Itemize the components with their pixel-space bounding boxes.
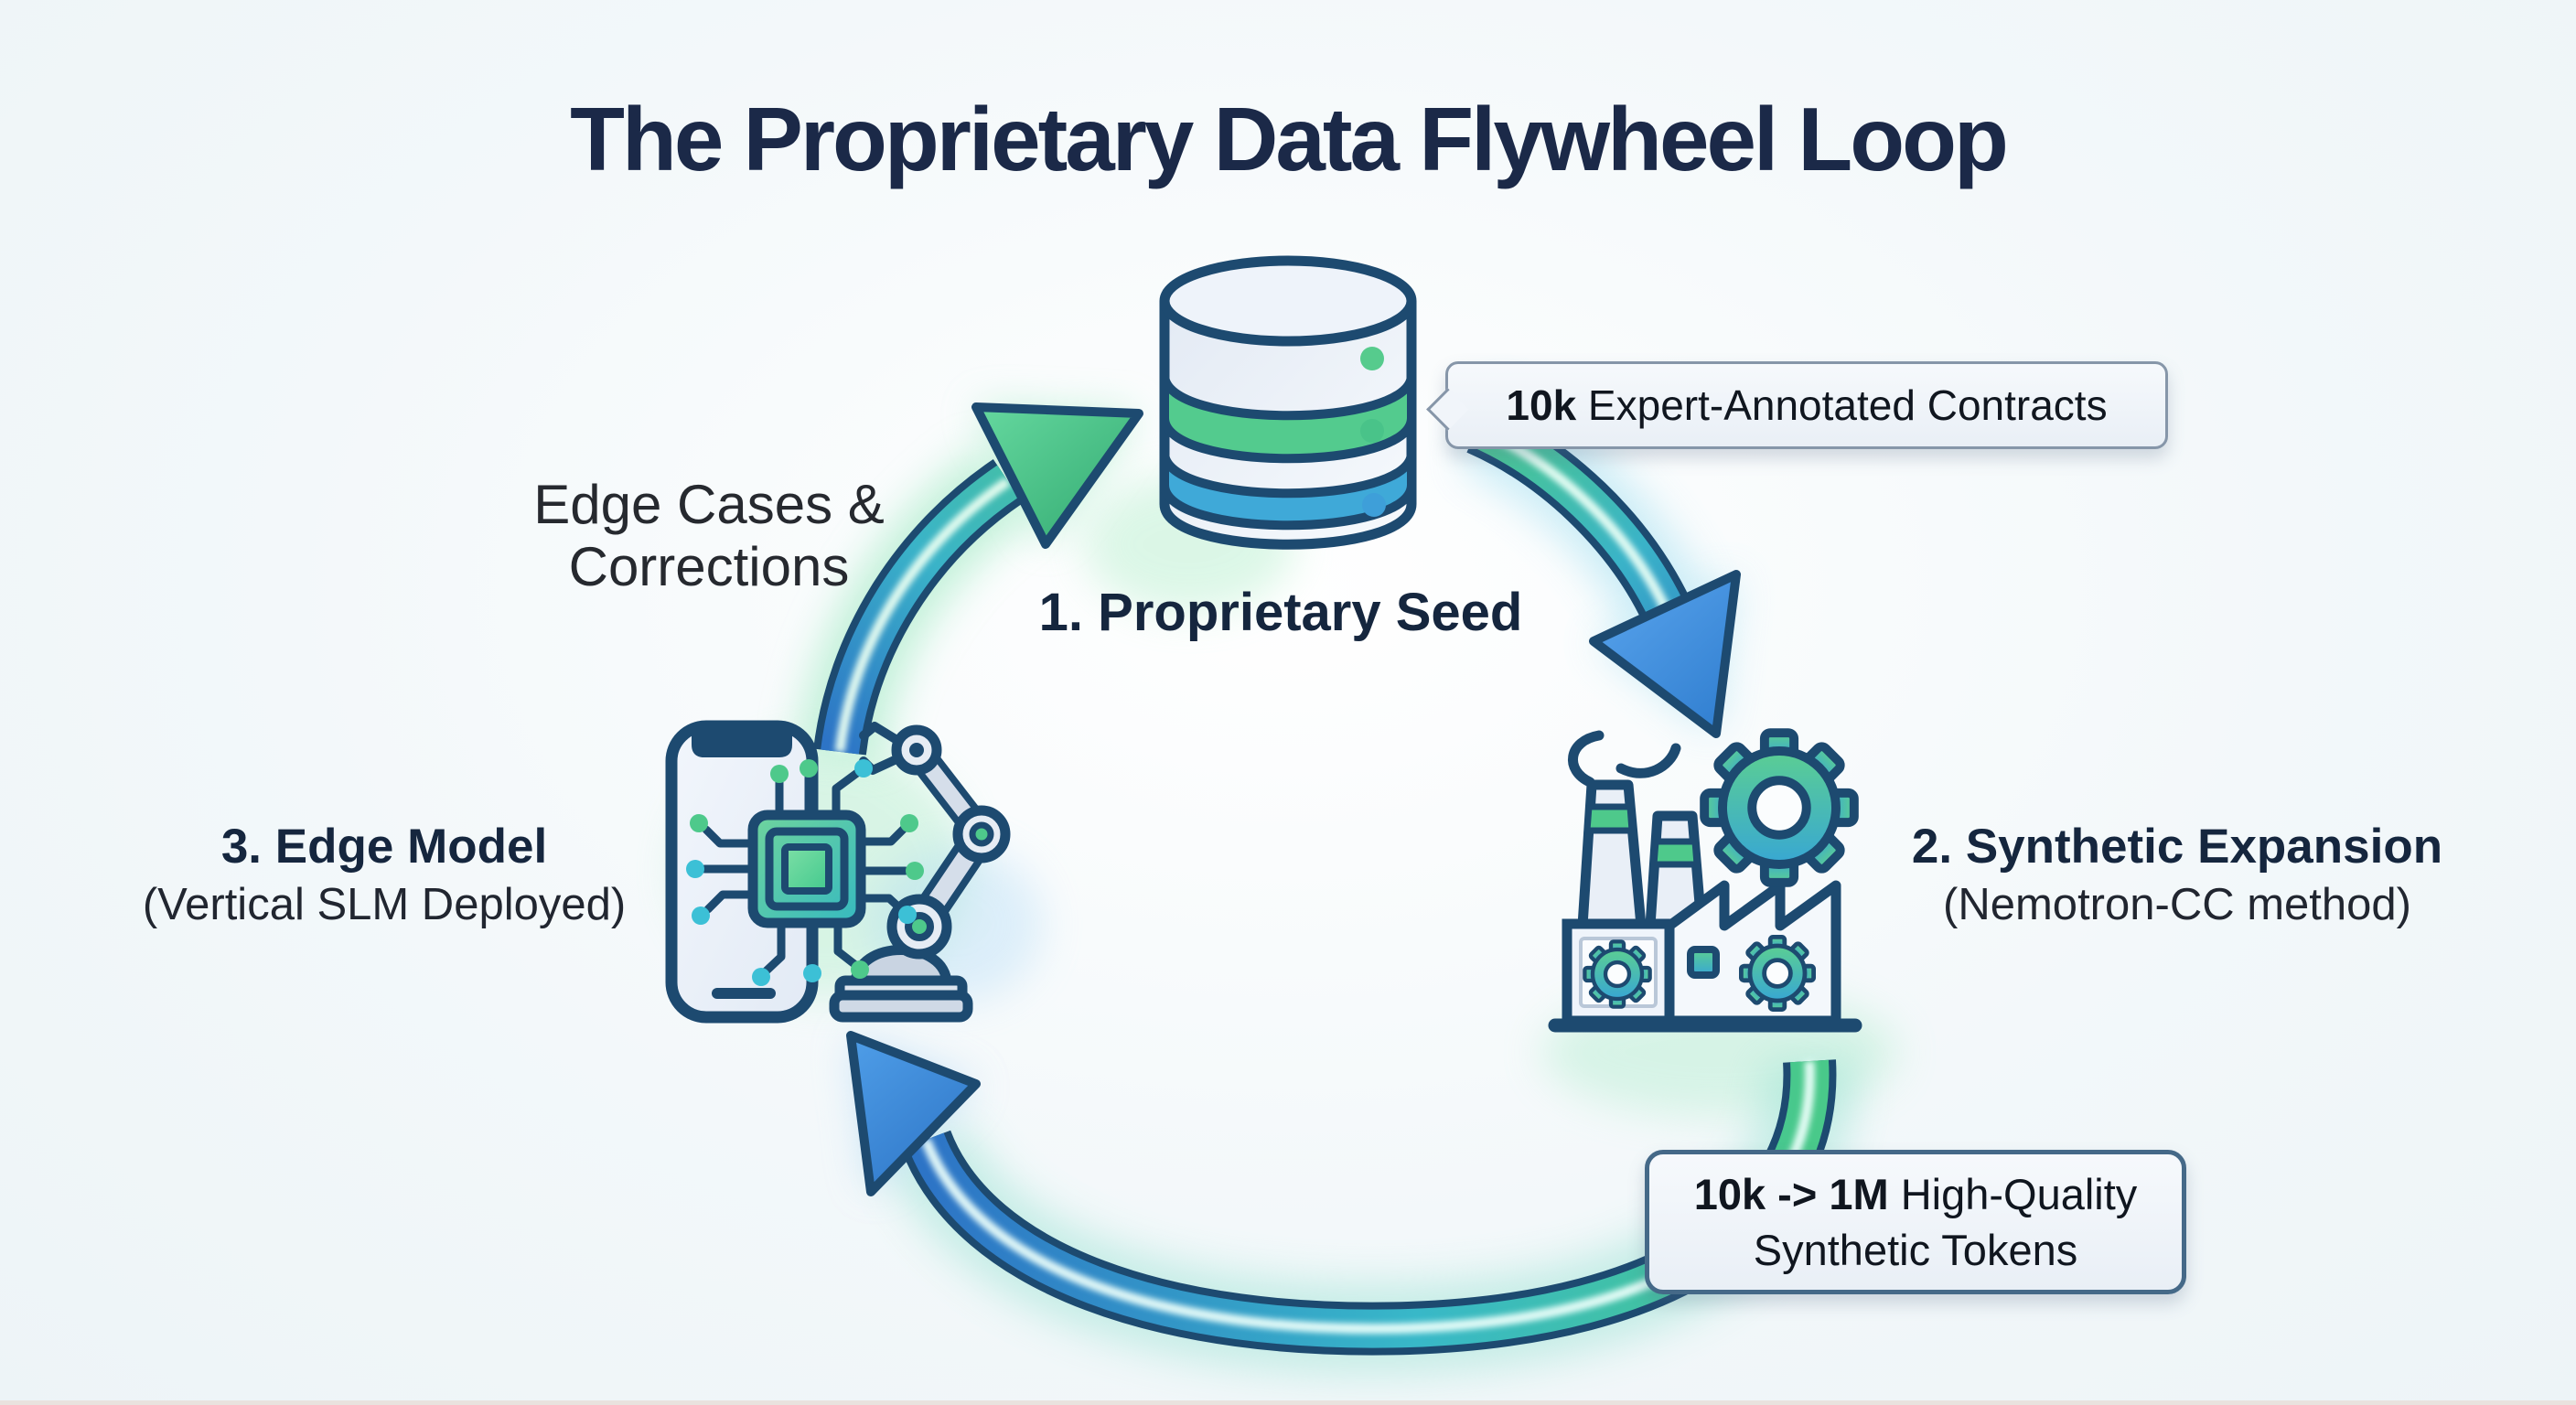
phone-notch <box>692 732 792 757</box>
database-led <box>1362 493 1386 517</box>
callout-highlight: 10k -> 1M <box>1693 1170 1889 1218</box>
bottom-edge-line <box>0 1400 2576 1405</box>
gear-icon <box>1584 941 1649 1006</box>
arrow-label-line2: Corrections <box>568 536 850 597</box>
synthetic-factory-icon <box>1548 730 1862 1033</box>
gear-icon <box>1741 937 1813 1009</box>
database-led <box>1360 347 1384 370</box>
sublabel-nemotron-method: (Nemotron-CC method) <box>1943 880 2411 929</box>
database-led <box>1360 419 1384 443</box>
callout-expert-annotated-contracts: 10k Expert-Annotated Contracts <box>1445 361 2168 449</box>
gear-icon <box>1704 733 1854 883</box>
arrow-label-line1: Edge Cases & <box>533 474 885 535</box>
page-title: The Proprietary Data Flywheel Loop <box>570 89 2009 189</box>
callout-highlight: 10k <box>1506 381 1577 429</box>
arrow-seed-to-expansion <box>1459 388 1741 738</box>
label-proprietary-seed: 1. Proprietary Seed <box>1038 583 1523 642</box>
callout-line1: 10k -> 1M High-Quality <box>1694 1166 2138 1222</box>
callout-text: High-Quality <box>1888 1170 2138 1218</box>
callout-text: Expert-Annotated Contracts <box>1576 381 2108 429</box>
arrow-edge-to-seed <box>796 402 1143 758</box>
label-synthetic-expansion: 2. Synthetic Expansion <box>1911 820 2443 874</box>
gripper-icon <box>859 722 903 745</box>
phone-chip-robot-arm-icon <box>665 720 1011 1024</box>
database-green-band <box>1160 374 1416 464</box>
arrow-label-edge-cases: Edge Cases & Corrections <box>533 474 885 598</box>
sublabel-vertical-slm: (Vertical SLM Deployed) <box>142 880 627 929</box>
chip-icon <box>686 759 924 986</box>
database-icon <box>1159 255 1417 550</box>
smoke-icon <box>1568 730 1605 788</box>
trace-dots <box>686 759 924 986</box>
callout-synthetic-tokens: 10k -> 1M High-Quality Synthetic Tokens <box>1645 1150 2186 1294</box>
callout-line2: Synthetic Tokens <box>1753 1226 2078 1274</box>
robot-arm-icon <box>829 722 1011 1023</box>
database-blue-band <box>1160 452 1416 531</box>
label-edge-model: 3. Edge Model <box>220 820 548 874</box>
smoke-icon <box>1615 743 1681 778</box>
